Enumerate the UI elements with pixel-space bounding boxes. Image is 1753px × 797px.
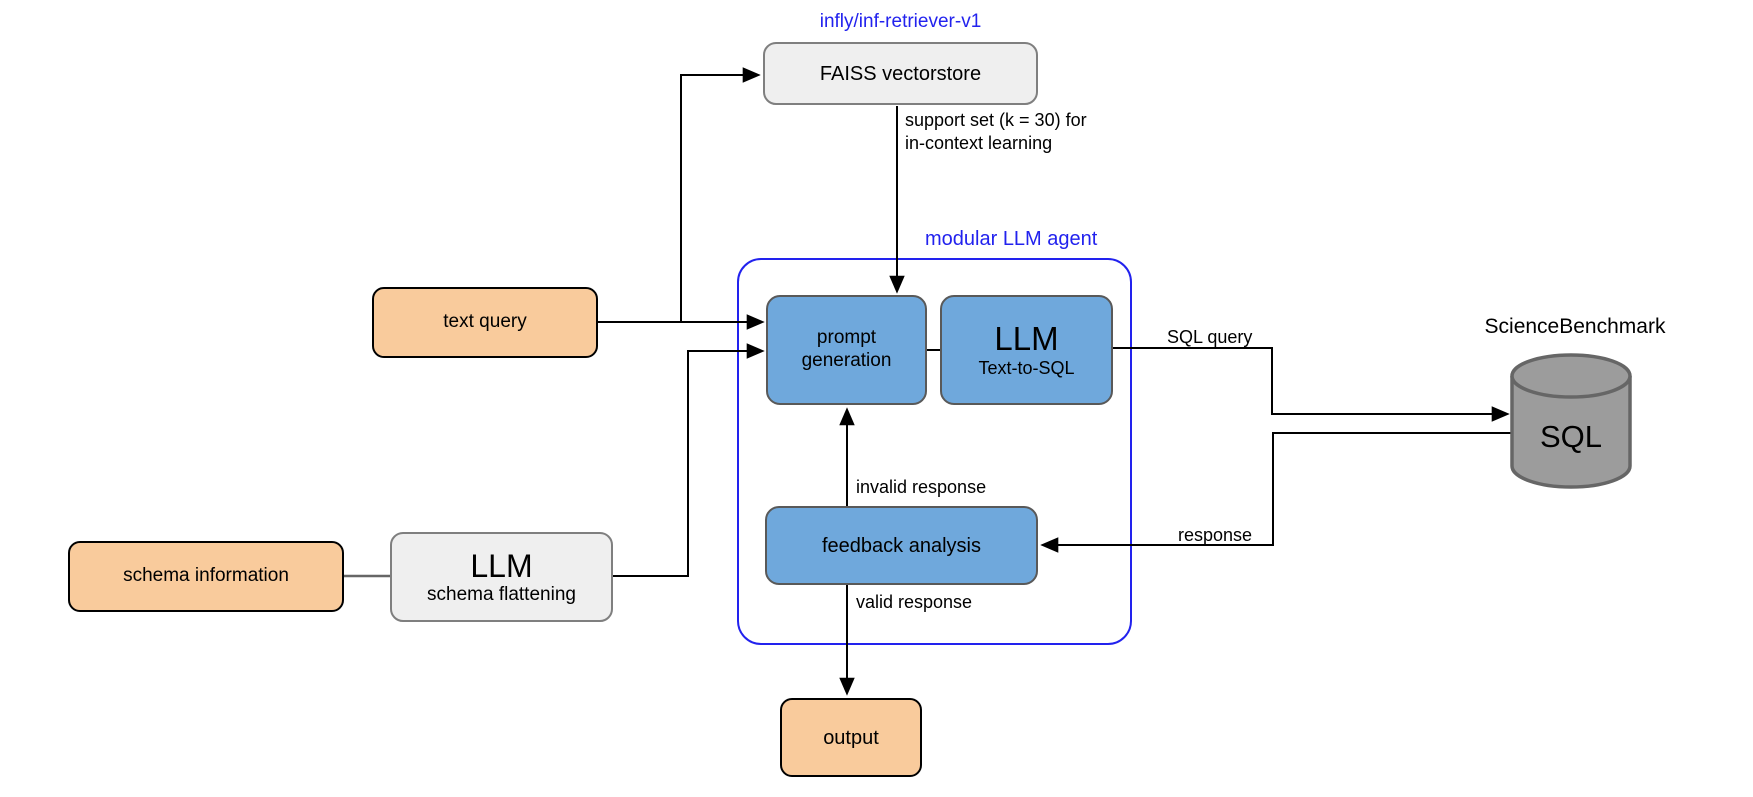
edge-llm-to-database-sql-query: [1113, 347, 1510, 422]
edge-database-to-feedback-response: [1040, 432, 1514, 553]
prompt-generation-label: prompt generation: [801, 327, 892, 371]
llm-text-to-sql-subtitle: Text-to-SQL: [978, 358, 1075, 378]
edge-schema-flattening-to-prompt-generation: [613, 343, 765, 577]
schema-information-node: schema information: [68, 541, 344, 612]
invalid-response-edge-label: invalid response: [856, 477, 987, 497]
llm-text-to-sql-node: LLM Text-to-SQL: [940, 295, 1113, 405]
output-label: output: [823, 726, 879, 749]
science-benchmark-label: ScienceBenchmark: [1484, 315, 1666, 338]
feedback-analysis-node: feedback analysis: [765, 506, 1038, 585]
retriever-model-label: infly/inf-retriever-v1: [819, 11, 982, 32]
prompt-generation-node: prompt generation: [766, 295, 927, 405]
sql-query-edge-label: SQL query: [1167, 327, 1253, 347]
llm-schema-flattening-node: LLM schema flattening: [390, 532, 613, 622]
schema-information-label: schema information: [123, 565, 289, 587]
modular-llm-agent-label: modular LLM agent: [925, 228, 1098, 250]
text-query-node: text query: [372, 287, 598, 358]
database-sql-label: SQL: [1539, 419, 1603, 454]
support-set-note: support set (k = 30) for in-context lear…: [905, 110, 1087, 153]
valid-response-edge-label: valid response: [856, 592, 973, 612]
edge-text-query-to-faiss: [680, 67, 761, 322]
text-query-label: text query: [443, 311, 527, 333]
llm-text-to-sql-title: LLM: [994, 320, 1059, 357]
output-node: output: [780, 698, 922, 777]
llm-schema-flattening-title: LLM: [470, 548, 533, 584]
modular-llm-agent-container: [737, 258, 1132, 645]
database-cylinder-icon: [1510, 353, 1632, 489]
response-edge-label: response: [1178, 525, 1253, 545]
feedback-analysis-label: feedback analysis: [822, 534, 981, 557]
llm-schema-flattening-subtitle: schema flattening: [427, 584, 576, 605]
faiss-vectorstore-node: FAISS vectorstore: [763, 42, 1038, 105]
faiss-vectorstore-label: FAISS vectorstore: [819, 62, 982, 85]
